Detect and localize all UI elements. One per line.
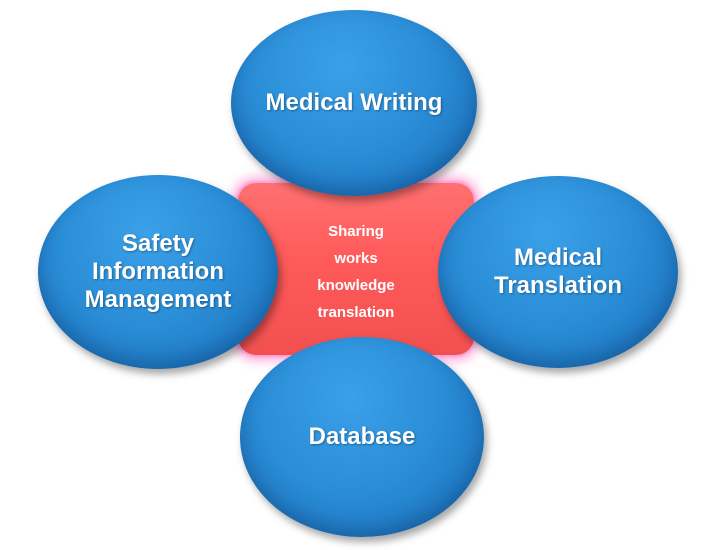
center-line-works: works [334, 250, 378, 267]
medical-writing-label: Medical Writing [265, 89, 443, 116]
medical-translation-label: Medical Translation [493, 244, 623, 299]
center-line-sharing: Sharing [328, 223, 384, 240]
center-hub-text: Sharing works knowledge translation [296, 218, 416, 326]
database-circle: Database [240, 337, 484, 537]
center-line-knowledge: knowledge [317, 277, 395, 294]
safety-information-management-label: Safety Information Management [84, 230, 232, 313]
medical-writing-circle: Medical Writing [231, 10, 477, 196]
center-line-translation: translation [317, 304, 395, 321]
medical-translation-circle: Medical Translation [438, 176, 678, 368]
safety-information-management-circle: Safety Information Management [38, 175, 278, 369]
database-label: Database [308, 423, 416, 450]
